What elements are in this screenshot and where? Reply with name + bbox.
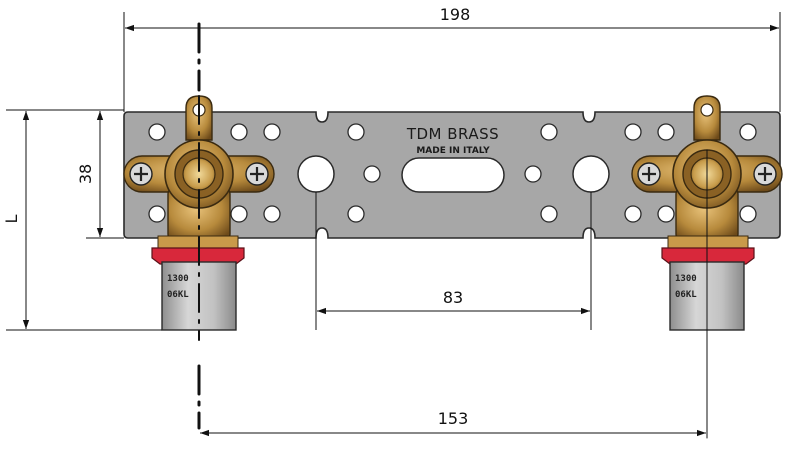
red-collar <box>661 247 755 265</box>
pipe-marking: 1300 <box>167 274 189 284</box>
dim-label-height-38: 38 <box>76 164 95 184</box>
mounting-hole-large <box>297 155 335 193</box>
mounting-hole-large <box>572 155 610 193</box>
mounting-plate: TDM BRASS MADE IN ITALY <box>123 111 781 239</box>
dim-label-height-L: L <box>2 214 21 223</box>
dimension-lines <box>22 24 779 437</box>
top-ear <box>693 95 721 141</box>
extension-lines <box>6 12 781 331</box>
small-holes <box>148 123 757 223</box>
left-fitting: 1300 06KL <box>123 95 275 331</box>
ear-hole <box>700 103 714 117</box>
pipe-marking: 06KL <box>675 290 697 300</box>
sleeve-base <box>667 235 749 249</box>
pipe-marking: 06KL <box>167 290 189 300</box>
dim-label-overall-width: 198 <box>440 5 471 24</box>
brand-text: TDM BRASS <box>406 125 499 143</box>
center-lines <box>197 22 708 439</box>
dim-label-outlet-spacing: 153 <box>438 409 469 428</box>
center-slot <box>401 157 505 193</box>
origin-text: MADE IN ITALY <box>416 146 490 156</box>
dim-label-center-spacing: 83 <box>443 288 463 307</box>
pipe-marking: 1300 <box>675 274 697 284</box>
